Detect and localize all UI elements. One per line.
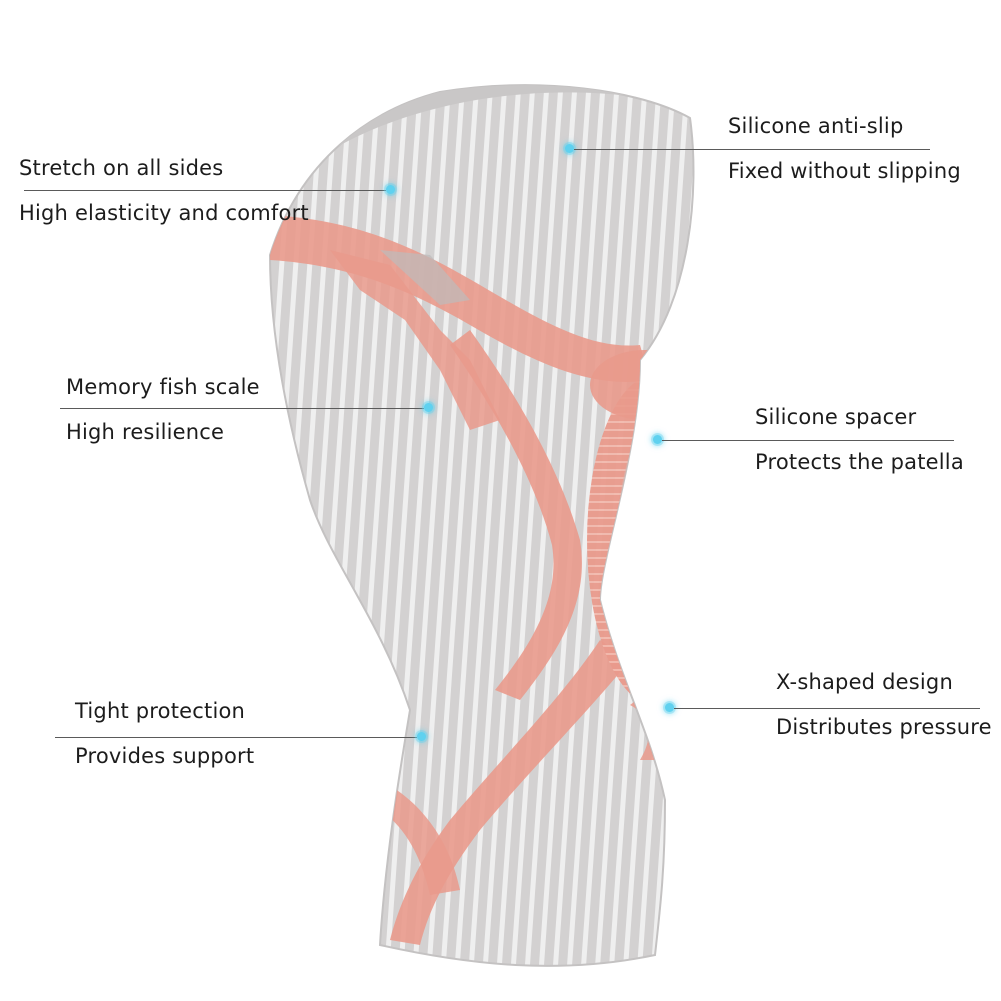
callout-antislip-subtitle: Fixed without slipping <box>728 159 961 183</box>
callout-xshape-leader-line <box>674 708 980 709</box>
callout-fishscale-title: Memory fish scale <box>66 375 260 399</box>
top-cuff <box>280 85 694 180</box>
callout-antislip-title: Silicone anti-slip <box>728 114 904 138</box>
callout-xshape-title: X-shaped design <box>776 670 953 694</box>
callout-spacer-leader-line <box>662 440 954 441</box>
dot-marker-icon <box>565 144 574 153</box>
callout-tight-leader-line <box>55 737 417 738</box>
dot-marker-icon <box>417 732 426 741</box>
callout-spacer-title: Silicone spacer <box>755 405 917 429</box>
dot-marker-icon <box>665 703 674 712</box>
callout-stretch-leader-line <box>24 190 386 191</box>
dot-marker-icon <box>653 435 662 444</box>
dot-marker-icon <box>424 403 433 412</box>
callout-tight-subtitle: Provides support <box>75 744 255 768</box>
pink-strap-left <box>450 330 582 700</box>
callout-spacer-subtitle: Protects the patella <box>755 450 964 474</box>
callout-xshape-subtitle: Distributes pressure <box>776 715 992 739</box>
callout-stretch-subtitle: High elasticity and comfort <box>19 201 309 225</box>
callout-fishscale-leader-line <box>60 408 424 409</box>
callout-antislip-leader-line <box>574 149 930 150</box>
callout-fishscale-subtitle: High resilience <box>66 420 225 444</box>
sleeve-body <box>268 84 695 967</box>
callout-stretch-title: Stretch on all sides <box>19 156 224 180</box>
dot-marker-icon <box>386 185 395 194</box>
callout-tight-title: Tight protection <box>75 699 246 723</box>
patella-pad <box>587 375 694 705</box>
